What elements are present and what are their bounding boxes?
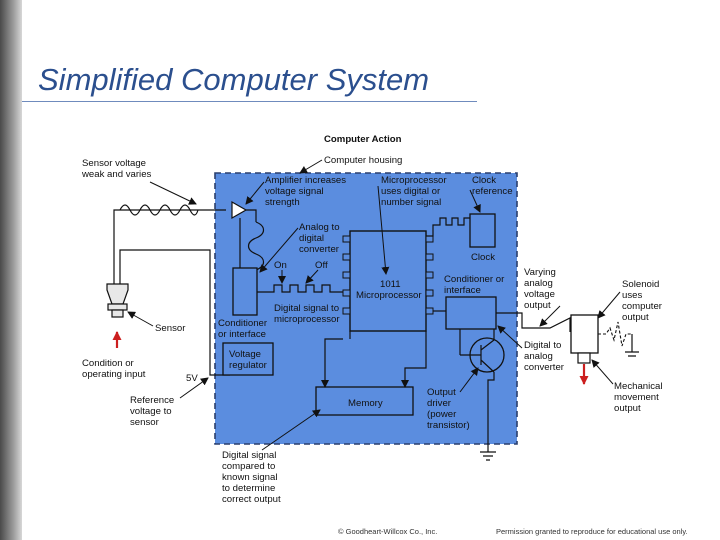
microprocessor-chip [349,230,427,332]
clock-label: Clock [471,252,495,263]
solenoid-leader [597,291,621,319]
solenoid-body [570,314,599,354]
sensor-leader [127,311,154,327]
voltage-regulator-box [222,342,274,376]
varying-voltage-label: Varying analog voltage output [524,267,559,311]
conditioner-right-label: Conditioner or interface [444,274,507,296]
clock-box [469,213,496,248]
amplifier-symbol [231,200,248,220]
adc-leader [259,227,299,273]
transistor-ground-wire [487,372,495,452]
digital-signal-label: Digital signal to microprocessor [274,303,342,325]
mechanical-output-label: Mechanical movement output [614,381,665,414]
amplifier-output-wire [246,209,257,222]
reference-voltage-label: Reference voltage to sensor [130,395,177,428]
conditioner-left-label: Conditioner or interface [218,318,270,340]
transistor-internals [460,339,495,373]
on-label: On [274,260,287,271]
amplified-wave [247,221,265,271]
reference-voltage-leader [179,377,209,399]
housing-label: Computer housing [324,155,402,166]
chip-to-memory-right [401,339,427,388]
left-gradient-stripe [0,0,22,540]
memory-box [315,386,414,416]
condition-input-label: Condition or operating input [82,358,146,380]
ground-symbol [480,451,496,461]
compared-signal-leader [261,409,321,451]
off-leader [305,269,319,284]
slide-title: Simplified Computer System [38,62,430,97]
chip-to-memory-left [321,338,343,388]
sensor-signal-wire [113,209,226,284]
varying-voltage-leader [539,305,561,327]
sensor-voltage-leader [149,181,197,205]
dac-leader [497,325,523,349]
clock-pulse-train [426,217,470,237]
solenoid-label: Solenoid uses computer output [622,279,665,323]
output-driver-label: Output driver (power transistor) [427,387,470,431]
microprocessor-label: 1011 Microprocessor [356,279,422,301]
off-label: Off [315,260,328,271]
output-driver-leader [459,367,479,393]
microprocessor-signal-label: Microprocessor uses digital or number si… [381,175,449,208]
adc-label: Analog to digital converter [299,222,342,255]
memory-label: Memory [348,398,383,409]
digital-pulse-train [257,284,346,293]
housing-leader [299,159,323,174]
clock-reference-label: Clock reference [472,175,513,197]
title-underline [22,101,477,102]
transistor-to-solenoid-wire [493,312,571,340]
amplifier-label: Amplifier increases voltage signal stren… [265,175,349,208]
compared-signal-label: Digital signal compared to known signal … [222,450,281,505]
sensor-icon [106,283,129,318]
conditioner-left-box [232,267,258,316]
chip-bottom-wire [349,331,427,339]
sensor-reference-wire [119,249,230,376]
mechanical-output-leader [591,359,614,385]
five-v-label: 5V [186,373,198,384]
solenoid-dashed-link [598,321,632,347]
solenoid-ground [625,334,639,357]
sensor-voltage-label: Sensor voltage weak and varies [81,158,152,180]
chip-pins-right [425,235,434,315]
microprocessor-leader [377,185,390,275]
solenoid-plunger [577,352,591,364]
diagram-heading: Computer Action [324,134,402,145]
dac-label: Digital to analog converter [524,340,565,373]
footer-copyright: © Goodheart-Willcox Co., Inc. [338,527,438,536]
footer-permission: Permission granted to reproduce for educ… [496,527,688,536]
clock-reference-leader [469,189,481,213]
sensor-label: Sensor [155,323,186,334]
amplifier-leader [245,181,265,205]
voltage-regulator-label: Voltage regulator [229,349,268,371]
chip-pins-left [342,235,351,315]
conditioner-right-box [445,296,497,330]
